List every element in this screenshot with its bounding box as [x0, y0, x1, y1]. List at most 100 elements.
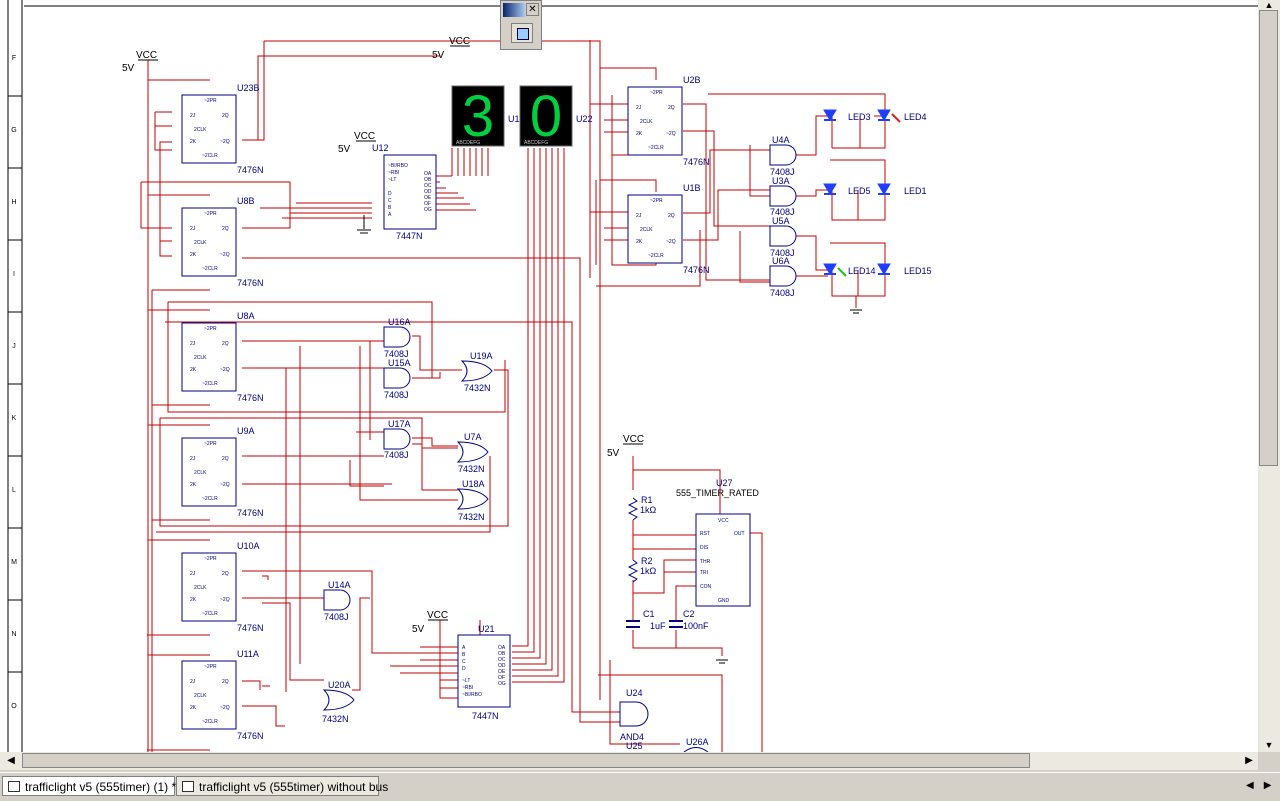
- capacitor[interactable]: C1 1uF: [626, 609, 666, 631]
- ruler-label: N: [11, 631, 16, 638]
- flipflop[interactable]: ~2PR 2J 2CLK 2K 2Q ~2Q ~2CLR U8A 7476N: [181, 311, 264, 403]
- bcd-decoder[interactable]: A B C D ~LT ~RBI ~BI/RBO OA OB OC OD OE …: [457, 624, 511, 721]
- svg-text:U10A: U10A: [237, 541, 260, 551]
- led[interactable]: LED3: [823, 109, 871, 122]
- and-gate[interactable]: U16A 7408J: [383, 317, 411, 359]
- svg-text:7408J: 7408J: [770, 248, 795, 258]
- svg-text:5V: 5V: [607, 448, 620, 459]
- bcd-decoder[interactable]: ~BI/RBO ~RBI ~LT D C B A OA OB OC OD OE …: [372, 143, 437, 241]
- partial-gate[interactable]: U26A: [683, 737, 709, 753]
- tab-scroll-arrows-icon[interactable]: ◀▶: [1246, 780, 1280, 791]
- svg-text:7476N: 7476N: [683, 157, 710, 167]
- and-gate[interactable]: U4A 7408J: [769, 135, 797, 177]
- or-gate[interactable]: U7A 7432N: [456, 432, 489, 474]
- flipflop[interactable]: ~2PR 2J 2CLK 2K 2Q ~2Q ~2CLR U8B 7476N: [181, 196, 264, 288]
- svg-text:DIS: DIS: [700, 545, 709, 551]
- svg-text:~BI/RBO: ~BI/RBO: [388, 163, 408, 169]
- svg-text:~2CLR: ~2CLR: [648, 145, 664, 151]
- and-gate[interactable]: U6A 7408J: [769, 256, 797, 298]
- schematic-canvas[interactable]: F G H I J K L M N O: [0, 0, 1258, 753]
- resistor[interactable]: R2 1kΩ: [627, 556, 657, 583]
- svg-text:7447N: 7447N: [472, 711, 499, 721]
- svg-text:~2PR: ~2PR: [204, 326, 217, 332]
- svg-text:U5A: U5A: [772, 216, 790, 226]
- svg-text:~LT: ~LT: [462, 678, 470, 684]
- svg-text:~2Q: ~2Q: [220, 597, 230, 603]
- flipflop[interactable]: ~2PR 2J 2CLK 2K 2Q ~2Q ~2CLR U9A 7476N: [181, 426, 264, 518]
- led[interactable]: LED4: [877, 109, 927, 123]
- horizontal-scroll-thumb[interactable]: [22, 753, 1030, 768]
- svg-text:OA: OA: [424, 171, 432, 177]
- svg-text:~2PR: ~2PR: [650, 90, 663, 96]
- vcc-symbol: VCC 5V: [338, 131, 376, 155]
- scroll-left-arrow-icon[interactable]: ◀: [7, 755, 15, 766]
- flipflop[interactable]: ~2PR 2J 2CLK 2K 2Q ~2Q ~2CLR U2B 7476N: [627, 75, 710, 167]
- led[interactable]: LED14: [823, 263, 876, 277]
- svg-text:U27: U27: [716, 478, 733, 488]
- svg-text:D: D: [388, 191, 392, 197]
- tab-trafficlight-1[interactable]: trafficlight v5 (555timer) (1) *: [2, 776, 177, 796]
- flipflop[interactable]: ~2PR 2J 2CLK 2K 2Q ~2Q ~2CLR U11A 7476N: [181, 649, 264, 741]
- scroll-up-arrow-icon[interactable]: ▲: [1264, 0, 1274, 10]
- tab-label: trafficlight v5 (555timer) (1) *: [25, 780, 177, 794]
- svg-text:3: 3: [462, 84, 494, 149]
- svg-text:5V: 5V: [432, 50, 445, 61]
- svg-text:~2PR: ~2PR: [204, 98, 217, 104]
- svg-text:2CLK: 2CLK: [194, 693, 207, 699]
- svg-text:~2CLR: ~2CLR: [202, 153, 218, 159]
- close-icon[interactable]: ✕: [526, 3, 539, 16]
- svg-text:VCC: VCC: [718, 518, 729, 524]
- svg-text:7408J: 7408J: [384, 349, 409, 359]
- toolbar-list-button[interactable]: [511, 23, 533, 43]
- or-gate[interactable]: U20A 7432N: [322, 680, 355, 724]
- svg-text:LED1: LED1: [904, 186, 927, 196]
- svg-text:THR: THR: [700, 559, 711, 565]
- svg-text:2CLK: 2CLK: [194, 240, 207, 246]
- svg-text:OB: OB: [498, 651, 506, 657]
- svg-text:2J: 2J: [636, 213, 642, 219]
- capacitor[interactable]: C2 100nF: [669, 609, 709, 631]
- and-gate[interactable]: U17A 7408J: [383, 419, 411, 460]
- flipflop[interactable]: ~2PR 2J 2CLK 2K 2Q ~2Q ~2CLR U23B 7476N: [181, 83, 264, 175]
- or-gate[interactable]: U19A 7432N: [460, 351, 493, 393]
- or-gate[interactable]: U18A 7432N: [456, 479, 489, 522]
- svg-text:D: D: [462, 666, 466, 672]
- flipflop[interactable]: ~2PR 2J 2CLK 2K 2Q ~2Q ~2CLR U1B 7476N: [627, 183, 710, 275]
- led[interactable]: LED1: [877, 183, 927, 196]
- svg-text:2K: 2K: [636, 131, 643, 137]
- schematic-file-icon: [8, 781, 20, 792]
- ruler-label: M: [11, 559, 17, 566]
- svg-text:C2: C2: [683, 609, 695, 619]
- and-gate[interactable]: U5A 7408J: [769, 216, 797, 258]
- tab-label: trafficlight v5 (555timer) without bus: [199, 780, 389, 794]
- scroll-down-arrow-icon[interactable]: ▼: [1264, 740, 1274, 750]
- svg-text:~2PR: ~2PR: [650, 198, 663, 204]
- svg-text:7408J: 7408J: [384, 390, 409, 400]
- svg-text:7408J: 7408J: [384, 450, 409, 460]
- scroll-right-arrow-icon[interactable]: ▶: [1245, 755, 1253, 766]
- vertical-scroll-thumb[interactable]: [1259, 10, 1278, 466]
- svg-text:AND4: AND4: [620, 732, 644, 742]
- svg-text:2CLK: 2CLK: [194, 127, 207, 133]
- and-gate[interactable]: U15A 7408J: [383, 358, 411, 400]
- svg-text:7408J: 7408J: [770, 207, 795, 217]
- svg-text:~LT: ~LT: [388, 177, 396, 183]
- floating-toolbar-title[interactable]: [503, 3, 525, 17]
- svg-text:~2CLR: ~2CLR: [202, 266, 218, 272]
- timer-555[interactable]: RST DIS THR TRI CON VCC OUT GND U27 555_…: [676, 478, 759, 607]
- flipflop[interactable]: ~2PR 2J 2CLK 2K 2Q ~2Q ~2CLR U10A 7476N: [181, 541, 264, 633]
- led[interactable]: LED5: [823, 183, 871, 196]
- tab-trafficlight-without-bus[interactable]: trafficlight v5 (555timer) without bus: [176, 776, 388, 796]
- svg-text:OG: OG: [424, 207, 432, 213]
- ground-symbol: [357, 215, 862, 664]
- svg-text:2K: 2K: [190, 252, 197, 258]
- and-gate[interactable]: U14A 7408J: [323, 580, 351, 622]
- resistor[interactable]: R1 1kΩ: [627, 495, 657, 521]
- and-gate[interactable]: U3A 7408J: [769, 176, 797, 217]
- svg-text:U23B: U23B: [237, 83, 260, 93]
- led[interactable]: LED15: [877, 263, 932, 276]
- svg-text:U4A: U4A: [772, 135, 790, 145]
- svg-text:CON: CON: [700, 584, 712, 590]
- svg-text:2Q: 2Q: [222, 679, 229, 685]
- and4-gate[interactable]: U24 AND4 U25: [619, 688, 649, 751]
